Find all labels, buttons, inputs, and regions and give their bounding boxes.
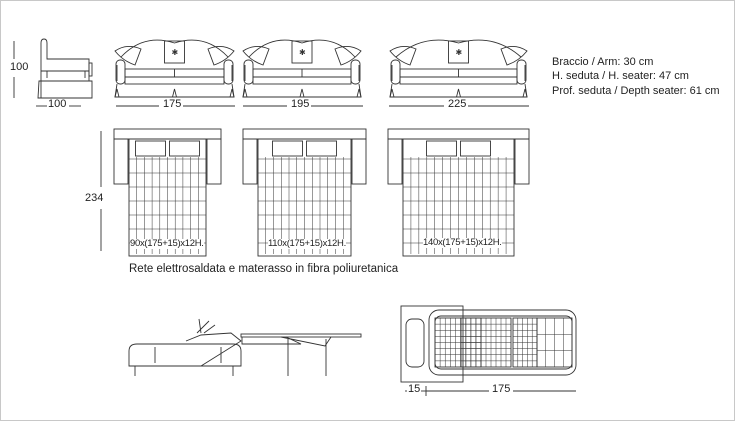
seat-base <box>399 76 518 85</box>
sofa-backrest <box>395 39 522 58</box>
dimension-label-195: 195 <box>291 98 310 110</box>
side-frame <box>40 38 90 98</box>
tassel-icon <box>171 88 178 98</box>
tassel-icon <box>389 88 395 98</box>
plan-mattress <box>257 138 352 257</box>
top-view-cushion <box>405 318 425 368</box>
cushion-left <box>242 46 270 66</box>
plan-pillow-right <box>460 140 491 157</box>
pillow-emblem-icon: ✱ <box>299 48 306 57</box>
tassel-icon <box>356 88 362 98</box>
mattress-label-140: 140x(175+15)x12H. <box>423 237 502 248</box>
mattress-label-110: 110x(175+15)x12H. <box>268 238 346 249</box>
top-view-frame <box>428 309 577 376</box>
deck-support <box>241 336 302 345</box>
center-pillow <box>164 40 185 64</box>
backrest-fold <box>196 318 216 334</box>
plan-arm-right <box>514 138 530 185</box>
center-pillow <box>448 40 469 64</box>
plan-mattress <box>402 138 515 257</box>
plan-backrest <box>113 128 222 140</box>
sofa-backrest <box>120 39 229 58</box>
dimension-label-side: 100 <box>48 98 67 110</box>
tassel-icon <box>455 88 462 98</box>
plan-arm-left <box>113 138 129 185</box>
plan-90 <box>113 128 222 257</box>
plan-140 <box>387 128 530 257</box>
side-skirt <box>37 80 93 99</box>
side-view-drawing <box>37 38 93 99</box>
plan-arm-left <box>387 138 403 185</box>
cushion-left <box>114 46 142 66</box>
plan-pillow-right <box>306 140 337 157</box>
tassel-icon <box>299 88 305 98</box>
center-pillow <box>291 40 313 64</box>
plan-mattress <box>128 138 207 257</box>
spec-seat-height: H. seduta / H. seater: 47 cm <box>552 70 689 82</box>
plan-arm-right <box>206 138 222 185</box>
tassel-icon <box>229 88 235 98</box>
extended-deck <box>240 333 362 338</box>
cushion-right <box>207 46 235 66</box>
fold-arm <box>185 332 242 367</box>
mechanism-dimension-lines <box>405 386 576 396</box>
top-view-housing <box>400 305 464 383</box>
sofa-backrest <box>248 39 356 58</box>
seat-base <box>124 76 225 85</box>
cushion-right <box>334 46 362 66</box>
plan-backrest <box>242 128 367 140</box>
depth-dimension-label: 234 <box>85 192 104 204</box>
tassel-icon <box>114 88 120 98</box>
tassel-icon <box>242 88 248 98</box>
plan-pillow-left <box>135 140 166 157</box>
sofa-175-front: ✱ <box>114 39 235 98</box>
mechanism-top-view <box>400 305 577 383</box>
plan-backrest <box>387 128 530 140</box>
cushion-right <box>500 46 528 66</box>
tassel-icon <box>522 88 528 98</box>
spec-seat-depth: Prof. seduta / Depth seater: 61 cm <box>552 85 720 97</box>
mechanism-dim-small: 15 <box>408 383 421 395</box>
plan-arm-right <box>351 138 367 185</box>
mechanism-side-view <box>128 318 362 376</box>
height-dimension-label: 100 <box>10 61 29 73</box>
pillow-emblem-icon: ✱ <box>172 48 179 57</box>
mattress-label-90: 90x(175+15)x12H. <box>130 238 204 249</box>
seat-base <box>252 76 352 85</box>
plan-pillow-right <box>169 140 200 157</box>
pillow-emblem-icon: ✱ <box>456 48 463 57</box>
dimension-label-175: 175 <box>163 98 182 110</box>
plan-arm-left <box>242 138 258 185</box>
cushion-left <box>389 46 417 66</box>
sofa-225-front: ✱ <box>389 39 528 98</box>
leg-brace <box>280 336 332 347</box>
sofa-195-front: ✱ <box>242 39 362 98</box>
side-handle <box>88 62 93 77</box>
plan-110 <box>242 128 367 257</box>
base-frame <box>128 343 242 367</box>
front-dimension-lines <box>13 41 529 107</box>
spec-arm: Braccio / Arm: 30 cm <box>552 56 654 68</box>
material-caption: Rete elettrosaldata e materasso in fibra… <box>129 263 399 275</box>
mechanism-dim-large: 175 <box>492 383 511 395</box>
dimension-label-225: 225 <box>448 98 467 110</box>
plan-pillow-left <box>272 140 303 157</box>
plan-pillow-left <box>426 140 457 157</box>
